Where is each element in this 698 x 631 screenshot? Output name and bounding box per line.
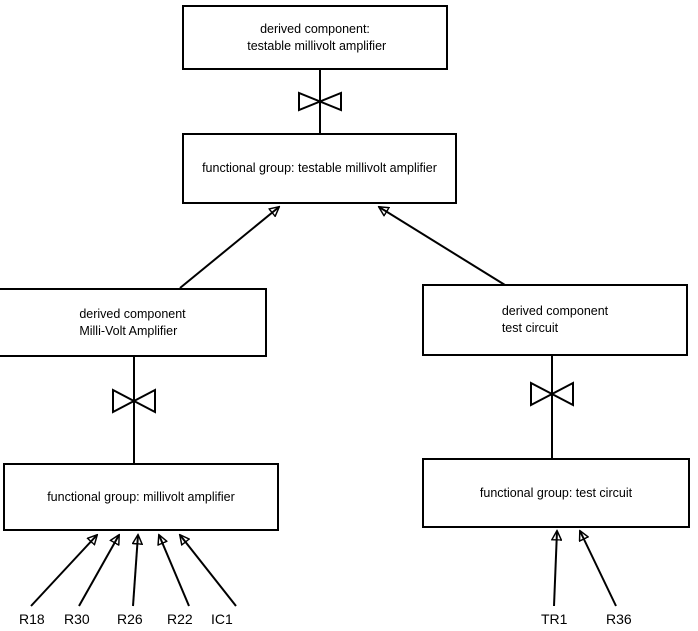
leaf-label-r22[interactable]: R22	[167, 611, 193, 627]
connector-r26-to-fg-millivolt	[133, 535, 138, 607]
connector-r18-to-fg-millivolt	[30, 535, 97, 607]
node-label: functional group: test circuit	[479, 485, 633, 500]
leaf-label-r30[interactable]: R30	[64, 611, 90, 627]
connector-ic1-to-fg-millivolt	[180, 535, 237, 607]
node-functional-group-test-circuit[interactable]: functional group: test circuit	[422, 458, 690, 528]
node-label: functional group: testable millivolt amp…	[202, 161, 437, 175]
leaf-label-r36[interactable]: R36	[606, 611, 632, 627]
leaf-label-r18[interactable]: R18	[19, 611, 45, 627]
connector-derived-to-fg-testable	[298, 70, 342, 133]
connector-r30-to-fg-millivolt	[78, 535, 119, 607]
leaf-label-r26[interactable]: R26	[117, 611, 143, 627]
node-functional-group-testable-millivolt-amplifier[interactable]: functional group: testable millivolt amp…	[182, 133, 457, 204]
connector-test-circuit-to-fg-test-circuit	[530, 356, 574, 458]
connector-r22-to-fg-millivolt	[159, 535, 190, 607]
leaf-label-ic1[interactable]: IC1	[211, 611, 233, 627]
connector-test-circuit-to-fg-testable	[379, 207, 506, 286]
connector-tr1-to-fg-test-circuit	[554, 531, 557, 607]
node-functional-group-millivolt-amplifier[interactable]: functional group: millivolt amplifier	[3, 463, 279, 531]
node-derived-component-testable-millivolt-amplifier[interactable]: derived component: testable millivolt am…	[182, 5, 448, 70]
connector-mv-amp-to-fg-testable	[179, 207, 279, 289]
connector-r36-to-fg-test-circuit	[580, 531, 617, 607]
node-label: derived component: testable millivolt am…	[243, 21, 387, 53]
leaf-label-tr1[interactable]: TR1	[541, 611, 568, 627]
connector-mv-amp-to-fg-millivolt	[112, 357, 156, 463]
node-label: functional group: millivolt amplifier	[47, 489, 235, 504]
